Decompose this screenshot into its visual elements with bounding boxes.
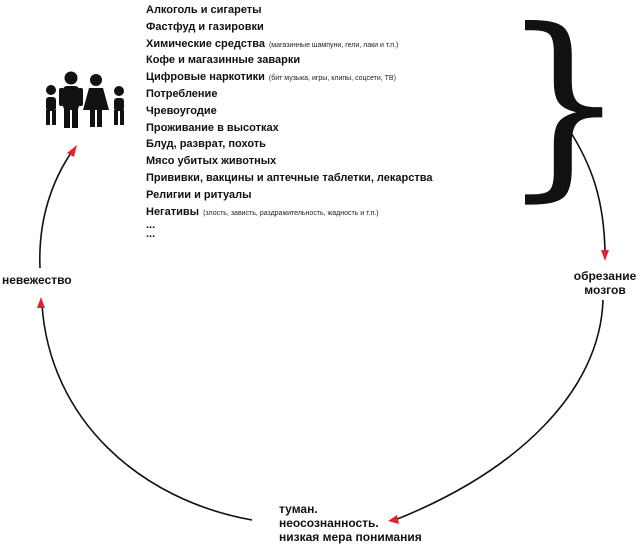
brain-cutting-label: обрезание мозгов: [570, 269, 640, 297]
list-item: Чревоугодие: [146, 104, 217, 117]
arrowhead-to-fog: [388, 515, 399, 524]
fog-label-line2: неосознанность.: [279, 516, 379, 530]
list-item: Негативы(злость, зависть, раздражительно…: [146, 205, 379, 218]
family-icon: [46, 71, 124, 128]
arrowhead-to-brain: [601, 250, 609, 261]
cycle-arcs: [39, 127, 606, 521]
list-item: Кофе и магазинные заварки: [146, 54, 301, 67]
list-item: Цифровые наркотики(бит музыка, игры, кли…: [146, 71, 396, 84]
arrowhead-to-ignorance: [37, 297, 45, 308]
list-item: Потребление: [146, 87, 218, 100]
list-item: Религии и ритуалы: [146, 188, 252, 201]
curly-brace-icon: }: [500, 0, 627, 220]
ellipsis-line: ...: [146, 219, 156, 232]
list-item: Прививки, вакцины и аптечные таблетки, л…: [146, 171, 433, 184]
list-item: Химические средства(магазинные шампуни, …: [146, 37, 399, 50]
brain-label-line2: мозгов: [584, 283, 626, 297]
svg-text:}: }: [500, 0, 627, 220]
list-item: Фастфуд и газировки: [146, 20, 264, 33]
fog-label: туман. неосознанность. низкая мера поним…: [279, 502, 422, 544]
fog-label-line1: туман.: [279, 502, 318, 516]
list-item: Алкоголь и сигареты: [146, 4, 262, 16]
arrowhead-to-family: [67, 145, 77, 157]
ignorance-label: невежество: [2, 273, 72, 287]
list-item: Мясо убитых животных: [146, 155, 277, 168]
list-item: Блуд, разврат, похоть: [146, 138, 266, 151]
ellipsis-line: ...: [146, 228, 156, 241]
list-item: Проживание в высотках: [146, 121, 279, 134]
fog-label-line3: низкая мера понимания: [279, 530, 422, 544]
causes-list: Алкоголь и сигареты Фастфуд и газировки …: [146, 3, 436, 241]
brain-label-line1: обрезание: [573, 269, 637, 283]
cycle-arrowheads: [37, 145, 609, 524]
